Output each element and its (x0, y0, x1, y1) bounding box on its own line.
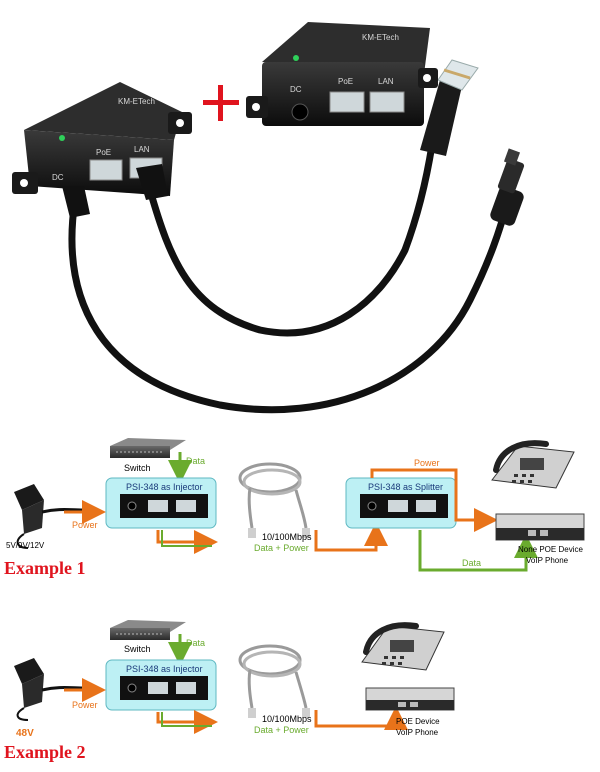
data-label: Data (186, 638, 205, 648)
splitter-unit-photo: KM-ETech DC PoE LAN (246, 22, 438, 126)
voip-phone-icon (361, 622, 455, 711)
lan-label: LAN (134, 145, 150, 154)
splitter-box (345, 477, 457, 529)
injector-data-out-arrow (161, 712, 212, 727)
injector-data-out-arrow (161, 530, 212, 547)
dc-label: DC (52, 173, 64, 182)
example-1-title: Example 1 (4, 558, 86, 578)
power-cable (68, 196, 512, 414)
example-2-diagram: Switch Data 48V Power PSI-348 as Injecto… (4, 620, 455, 762)
dc-label: DC (290, 85, 302, 94)
device-label-line2: VoIP Phone (526, 556, 569, 565)
voltage-label: 48V (16, 728, 34, 739)
example-2-title: Example 2 (4, 742, 86, 762)
injector-label: PSI-348 as Injector (126, 664, 203, 674)
cable-speed-label: 10/100Mbps (262, 532, 312, 542)
product-photo: KM-ETech DC PoE LAN KM-ETech DC Po (12, 22, 525, 414)
rj45-plug (420, 59, 479, 156)
injector-box (105, 659, 217, 711)
network-switch (110, 620, 186, 640)
brand-label: KM-ETech (118, 97, 155, 106)
example-1-diagram: Switch Data 5V/9V/12V Power PSI-348 as I… (4, 438, 585, 578)
splitter-label: PSI-348 as Splitter (368, 482, 443, 492)
switch-label: Switch (124, 463, 151, 473)
injector-label: PSI-348 as Injector (126, 482, 203, 492)
injector-power-out-arrow (156, 710, 218, 734)
poe-label: PoE (338, 77, 353, 86)
poe-port (89, 159, 123, 181)
status-led (293, 55, 299, 61)
device-label-line2: VoIP Phone (396, 728, 439, 737)
plus-sign (203, 85, 239, 121)
voltage-label: 5V/9V/12V (6, 541, 45, 550)
cable-speed-label: 10/100Mbps (262, 714, 312, 724)
network-switch (110, 438, 186, 458)
splitter-data-out-arrow (418, 530, 538, 572)
power-adapter-icon (14, 658, 87, 721)
data-label: Data (186, 456, 205, 466)
injector-box (105, 477, 217, 529)
status-led (59, 135, 65, 141)
phone-in-arrow (314, 706, 408, 730)
lan-port (369, 91, 405, 113)
ethernet-cable-coil (238, 462, 310, 538)
dc-barrel-plug (490, 148, 525, 226)
cable-data-power-label: Data + Power (254, 725, 309, 735)
poe-label: PoE (96, 148, 111, 157)
dc-jack (291, 103, 309, 121)
power-label: Power (72, 520, 98, 530)
lan-label: LAN (378, 77, 394, 86)
lan-cable (146, 141, 436, 337)
power-adapter-icon (14, 484, 87, 549)
injector-unit-photo: KM-ETech DC PoE LAN (12, 82, 192, 218)
voip-phone-icon (491, 440, 585, 541)
switch-label: Switch (124, 644, 151, 654)
cable-data-power-label: Data + Power (254, 543, 309, 553)
power-label: Power (72, 700, 98, 710)
device-label-line1: POE Device (396, 717, 440, 726)
splitter-data-label: Data (462, 558, 481, 568)
splitter-in-arrow (314, 522, 388, 552)
device-label-line1: None POE Device (518, 545, 583, 554)
ethernet-cable-coil (238, 644, 310, 718)
poe-port (329, 91, 365, 113)
splitter-power-out-arrow (370, 468, 498, 532)
brand-label: KM-ETech (362, 33, 399, 42)
injector-power-out-arrow (156, 530, 218, 554)
splitter-power-label: Power (414, 458, 440, 468)
